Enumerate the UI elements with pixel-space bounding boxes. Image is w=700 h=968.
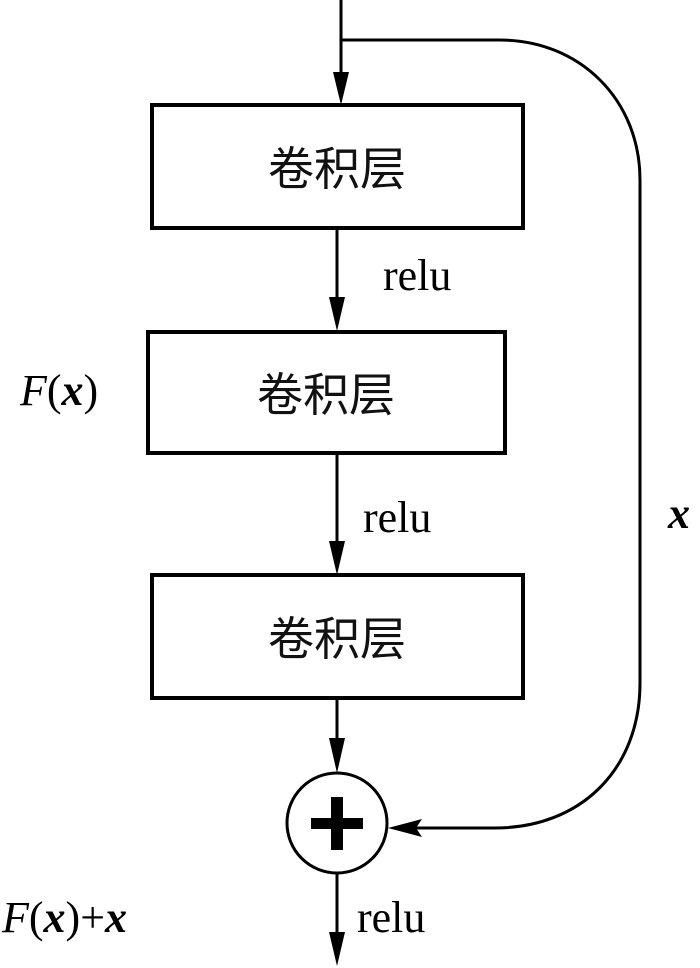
residual-function-label: F(x) bbox=[19, 366, 98, 415]
plus-icon bbox=[311, 797, 363, 850]
conv-layer-1: 卷积层 bbox=[150, 103, 525, 230]
connector-2-3-arrowhead bbox=[329, 541, 345, 575]
connector-1-2-arrowhead bbox=[329, 297, 345, 331]
shortcut-connection bbox=[341, 38, 642, 830]
sum-node bbox=[285, 771, 389, 875]
output-arrowhead bbox=[329, 932, 345, 966]
input-arrowhead bbox=[333, 72, 349, 105]
conv-layer-2-label: 卷积层 bbox=[257, 368, 395, 422]
shortcut-label: x bbox=[667, 489, 690, 538]
conv-layer-3-label: 卷积层 bbox=[268, 612, 406, 666]
connector-3-sum-arrowhead bbox=[329, 738, 345, 773]
conv-layer-1-box bbox=[150, 103, 525, 230]
conv-layer-2: 卷积层 bbox=[146, 330, 507, 455]
output-label: F(x)+x bbox=[1, 893, 127, 942]
activation-label-1: relu bbox=[383, 251, 451, 300]
conv-layer-3: 卷积层 bbox=[150, 573, 525, 700]
conv-layer-2-box bbox=[146, 330, 507, 455]
conv-layer-1-label: 卷积层 bbox=[268, 142, 406, 196]
conv-layer-3-box bbox=[150, 573, 525, 700]
shortcut-arrowhead bbox=[388, 819, 422, 837]
activation-label-2: relu bbox=[363, 493, 431, 542]
output-activation-label: relu bbox=[357, 893, 425, 942]
